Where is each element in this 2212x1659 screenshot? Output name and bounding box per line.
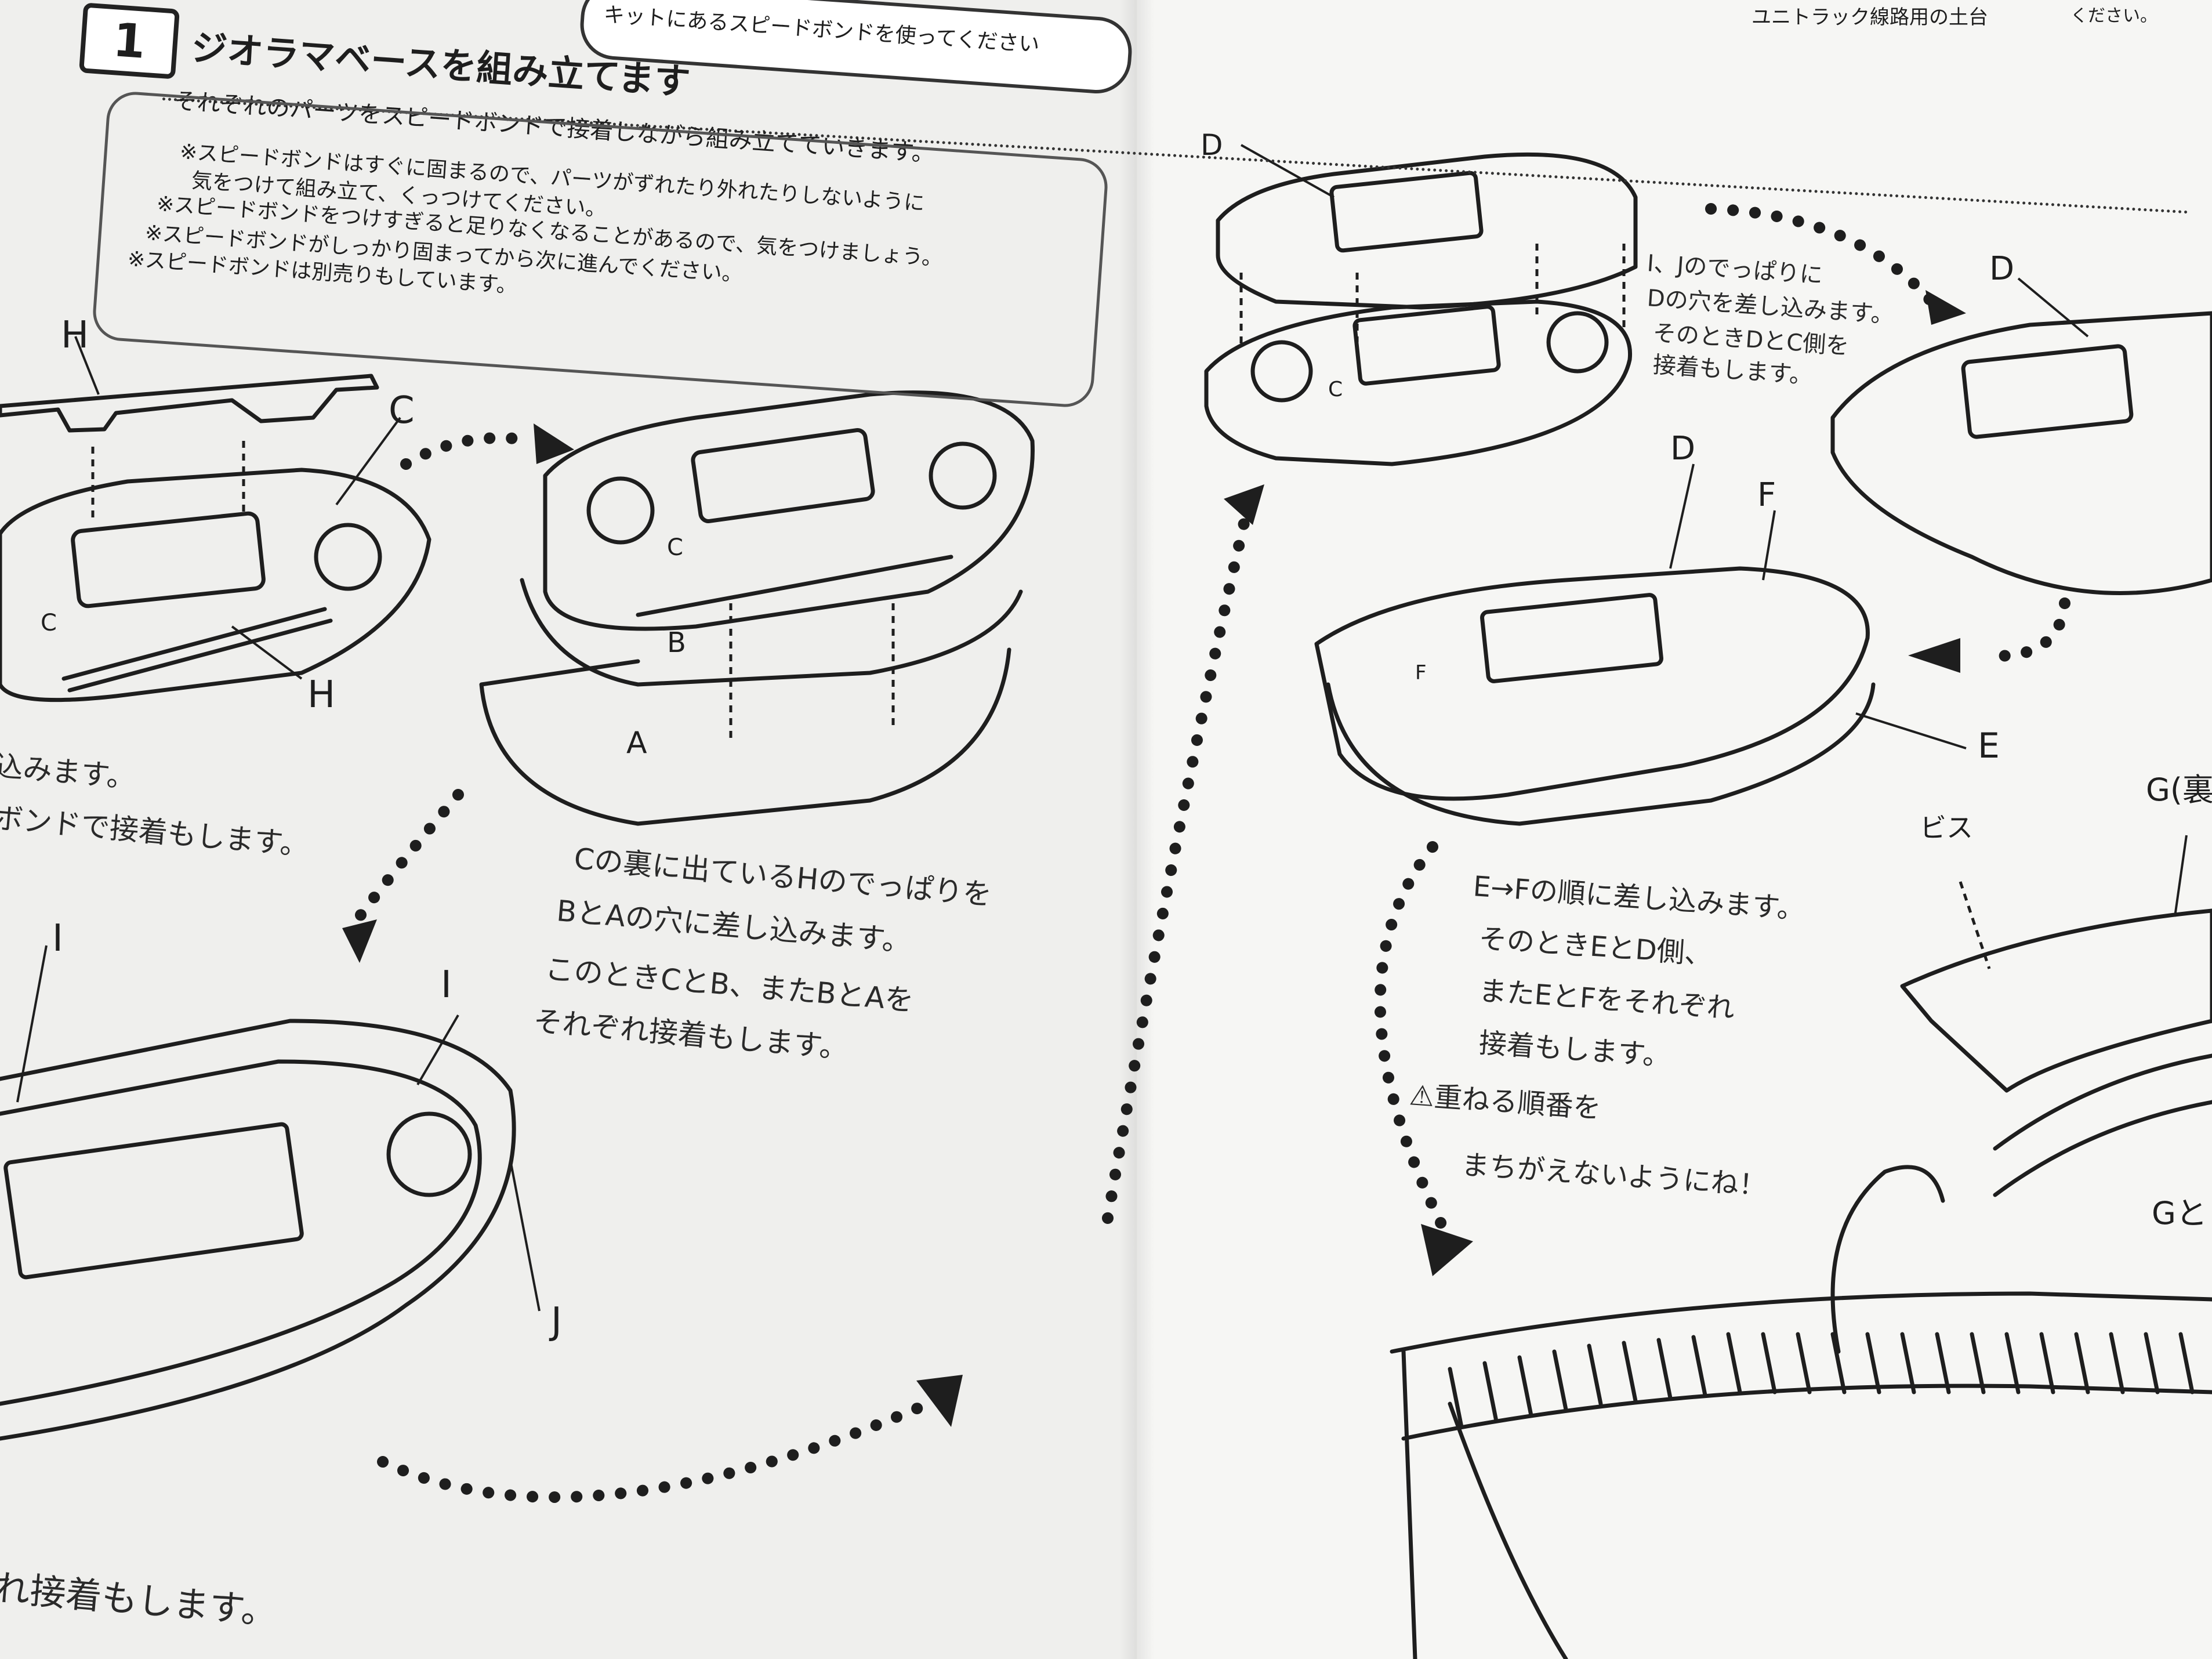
label-i-left: I bbox=[52, 917, 63, 961]
label-h-top: H bbox=[61, 313, 89, 358]
step-number: 1 bbox=[79, 2, 180, 79]
part-g bbox=[1902, 911, 2212, 1091]
label-e: E bbox=[1978, 725, 2000, 767]
part-def bbox=[1317, 568, 1867, 799]
part-h-top bbox=[0, 376, 377, 430]
part-base-right-top bbox=[1206, 302, 1630, 464]
label-c-inner: C bbox=[41, 609, 57, 637]
label-screw: ビス bbox=[1920, 812, 1973, 844]
label-h-bottom: H bbox=[307, 673, 335, 718]
label-f: F bbox=[1757, 476, 1776, 515]
label-d3: D bbox=[1670, 429, 1695, 468]
label-d2: D bbox=[1989, 249, 2014, 288]
header-fragment-2: ください。 bbox=[2070, 6, 2157, 27]
label-f-inner: F bbox=[1415, 661, 1427, 685]
label-b: B bbox=[667, 626, 686, 660]
part-a bbox=[481, 650, 1009, 824]
header-fragment: ユニトラック線路用の土台 bbox=[1752, 6, 1988, 30]
label-a: A bbox=[626, 725, 647, 761]
label-c2: C bbox=[667, 534, 683, 562]
label-j: J bbox=[551, 1299, 562, 1344]
label-g: G(裏 bbox=[2146, 771, 2212, 809]
label-d1: D bbox=[1201, 128, 1223, 162]
label-i-right: I bbox=[441, 963, 452, 1008]
label-c: C bbox=[389, 389, 415, 433]
label-c-right: C bbox=[1328, 377, 1343, 402]
label-g2: Gと bbox=[2152, 1195, 2207, 1233]
assembled-base-left bbox=[0, 1021, 514, 1439]
